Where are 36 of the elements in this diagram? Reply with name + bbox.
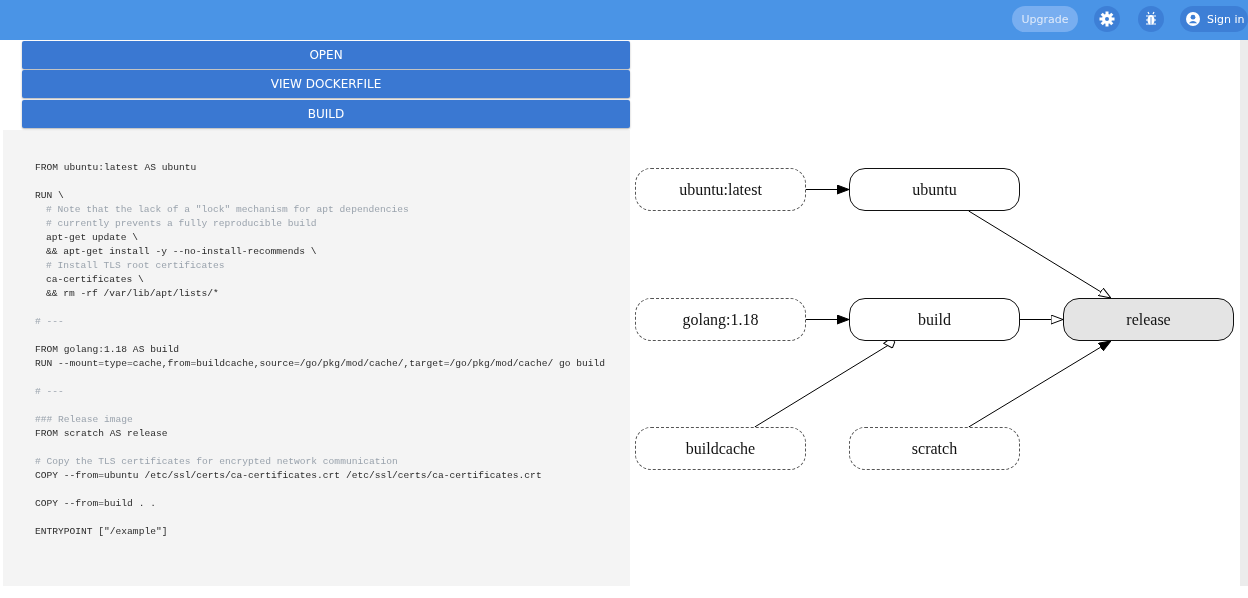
code-comment: # ---	[35, 316, 64, 328]
build-button: BUILD	[22, 100, 630, 128]
code-line: FROM ubuntu:latest AS ubuntu	[35, 162, 197, 174]
stage-node: build	[849, 298, 1020, 341]
view-file-button: VIEW DOCKERFILE	[22, 70, 630, 98]
code-line: COPY --from=build . .	[35, 498, 156, 510]
code-comment: ### Release image	[35, 414, 133, 426]
code-comment: # Install TLS root certificates	[46, 260, 225, 272]
code-line: && rm -rf /var/lib/apt/lists/*	[46, 288, 219, 300]
open-button: OPEN	[22, 41, 630, 69]
code-comment: # Copy the TLS certificates for encrypted network communication	[35, 456, 398, 468]
code-line: apt-get update \	[46, 232, 139, 244]
stage-node: release	[1063, 298, 1234, 341]
sign-in-button: Sign in	[1180, 6, 1248, 32]
code-line: && apt-get install -y --no-install-recommends \	[46, 246, 317, 258]
upgrade-button: Upgrade	[1012, 6, 1078, 32]
arrow	[968, 210, 1112, 299]
code-comment: # Note that the lack of a "lock" mechanism for apt dependencies	[46, 204, 409, 216]
code-line: COPY --from=ubuntu /etc/ssl/certs/ca-certificates.crt /etc/ssl/certs/ca-certificates.crt	[35, 470, 542, 482]
image-node: ubuntu:latest	[635, 168, 806, 211]
arrow	[805, 184, 850, 195]
code-line: ENTRYPOINT ["/example"]	[35, 526, 168, 538]
arrow	[1019, 314, 1064, 325]
code-line: FROM golang:1.18 AS build	[35, 344, 179, 356]
stage-node: ubuntu	[849, 168, 1020, 211]
arrow	[968, 340, 1112, 428]
code-comment: # currently prevents a fully reproducible build	[46, 218, 317, 230]
code-line: FROM scratch AS release	[35, 428, 168, 440]
code-line: RUN --mount=type=cache,from=buildcache,source=/go/pkg/mod/cache/,target=/go/pkg/mod/cache/ go build	[35, 358, 605, 370]
arrow	[805, 314, 850, 325]
code-line: ca-certificates \	[46, 274, 144, 286]
image-node: scratch	[849, 427, 1020, 470]
image-node: buildcache	[635, 427, 806, 470]
image-node: golang:1.18	[635, 298, 806, 341]
code-line: RUN \	[35, 190, 64, 202]
code-comment: # ---	[35, 386, 64, 398]
